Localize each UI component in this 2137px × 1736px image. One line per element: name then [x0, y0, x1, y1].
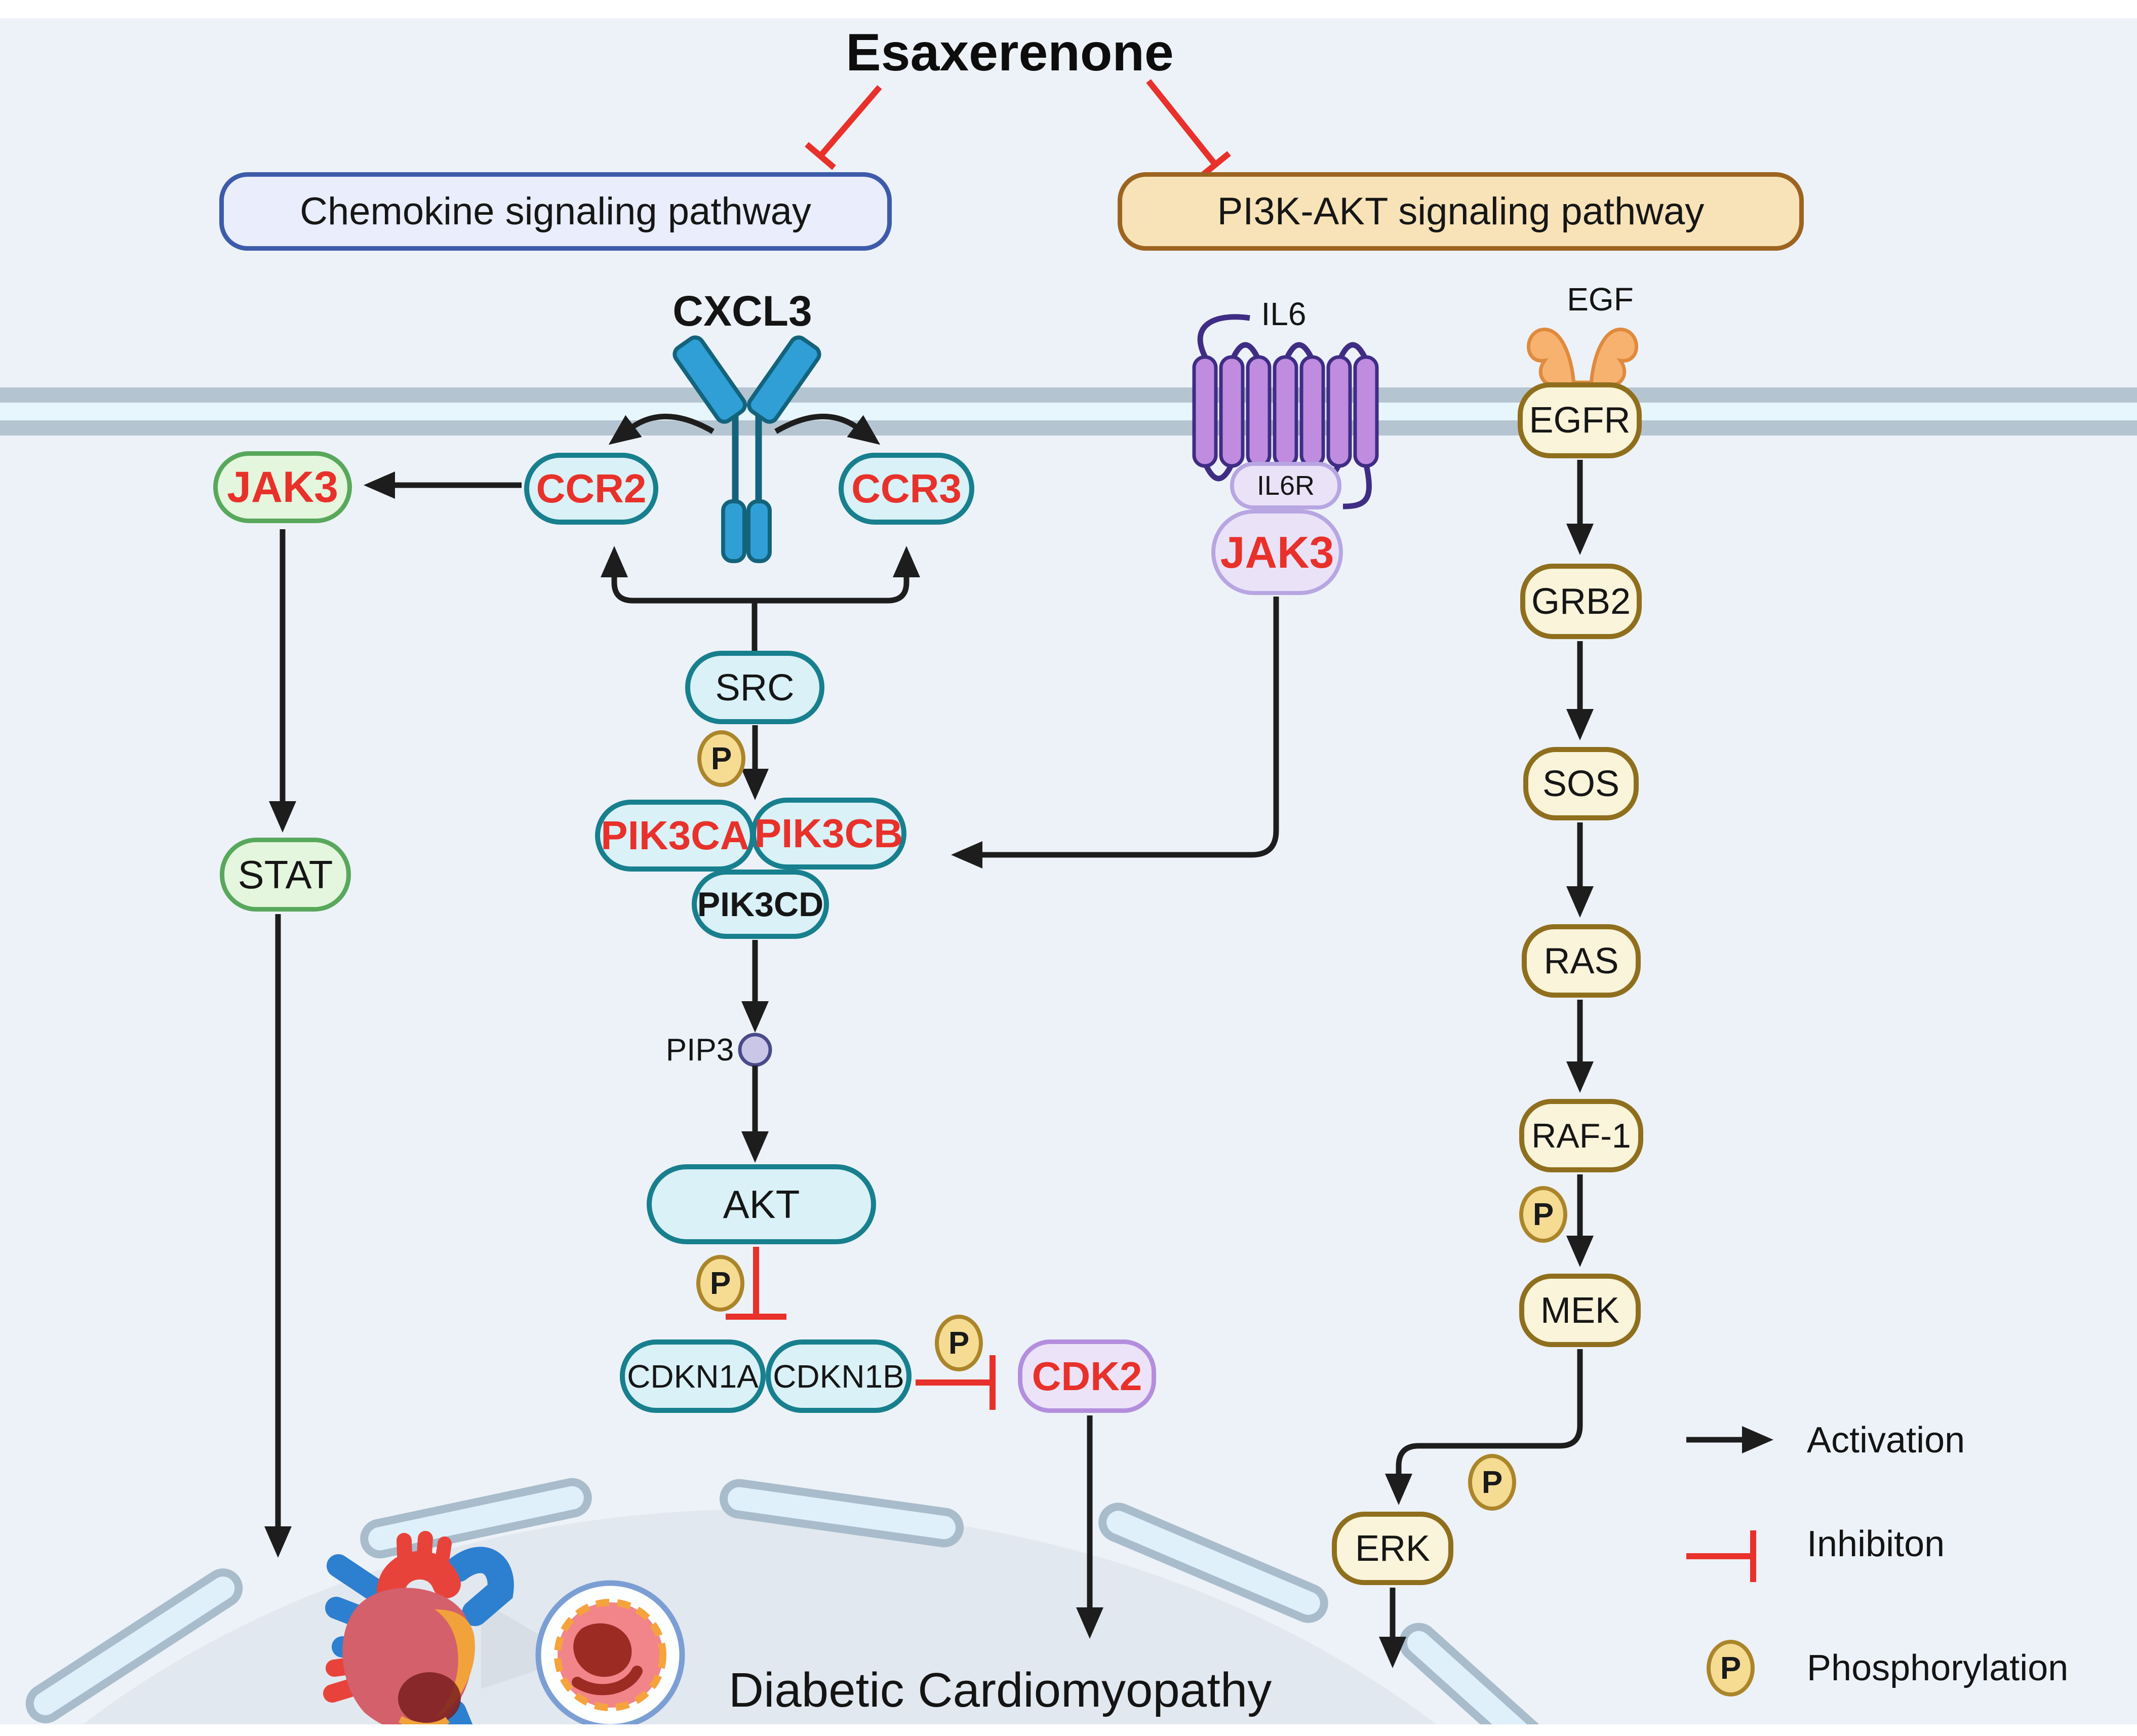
node-cdkn1b: CDKN1B	[766, 1339, 912, 1413]
vessel-cross-section-icon	[535, 1580, 685, 1730]
plasma-membrane	[0, 387, 2137, 436]
node-raf1: RAF-1	[1519, 1099, 1643, 1172]
node-ccr3: CCR3	[839, 453, 974, 525]
heart-icon	[323, 1531, 514, 1736]
inhibition-lines	[726, 79, 1756, 1582]
node-mek: MEK	[1519, 1274, 1641, 1347]
phospho-cdk2-icon: P	[935, 1315, 983, 1371]
top-margin	[0, 0, 2137, 18]
legend-activation-label: Activation	[1807, 1420, 1965, 1461]
node-pik3cd: PIK3CD	[692, 870, 829, 939]
node-jak3-il6: JAK3	[1211, 509, 1343, 595]
node-cdk2: CDK2	[1018, 1339, 1156, 1413]
phospho-akt-icon: P	[696, 1255, 744, 1312]
phospho-erk-icon: P	[1468, 1454, 1516, 1511]
antibody-icon	[672, 335, 821, 563]
activation-arrows	[264, 414, 1773, 1668]
phospho-src-icon: P	[697, 730, 745, 787]
node-pik3cb: PIK3CB	[751, 798, 906, 870]
outcome-label: Diabetic Cardiomyopathy	[728, 1663, 1272, 1717]
pip3-dot	[738, 1033, 772, 1067]
legend-phosphorylation-label: Phosphorylation	[1807, 1648, 2069, 1688]
il6-label: IL6	[1261, 296, 1307, 332]
cell-background	[0, 18, 2137, 1724]
legend-inhibition-label: Inhibiton	[1807, 1524, 1945, 1564]
node-ras: RAS	[1522, 924, 1641, 998]
phospho-raf-icon: P	[1519, 1186, 1567, 1243]
chemokine-pathway-box: Chemokine signaling pathway	[219, 172, 892, 251]
node-cdkn1a: CDKN1A	[620, 1339, 766, 1413]
node-erk: ERK	[1332, 1512, 1453, 1585]
node-sos: SOS	[1523, 747, 1639, 820]
node-stat: STAT	[220, 838, 351, 912]
node-akt: AKT	[647, 1164, 876, 1244]
bottom-margin	[0, 1724, 2137, 1736]
node-ccr2: CCR2	[524, 453, 658, 525]
node-il6r: IL6R	[1230, 462, 1341, 509]
node-src: SRC	[685, 651, 824, 724]
node-grb2: GRB2	[1520, 564, 1642, 639]
il6-receptor-icon	[1192, 314, 1379, 509]
cxcl3-label: CXCL3	[672, 287, 812, 335]
phospho-legend-icon: P	[1707, 1640, 1755, 1696]
node-egfr: EGFR	[1518, 382, 1642, 458]
pip3-label: PIP3	[665, 1032, 734, 1068]
node-pik3ca: PIK3CA	[595, 800, 755, 872]
pi3k-akt-pathway-box: PI3K-AKT signaling pathway	[1118, 172, 1804, 251]
egf-label: EGF	[1567, 281, 1634, 318]
node-jak3-membrane: JAK3	[213, 451, 352, 523]
figure-title: Esaxerenone	[846, 23, 1174, 82]
